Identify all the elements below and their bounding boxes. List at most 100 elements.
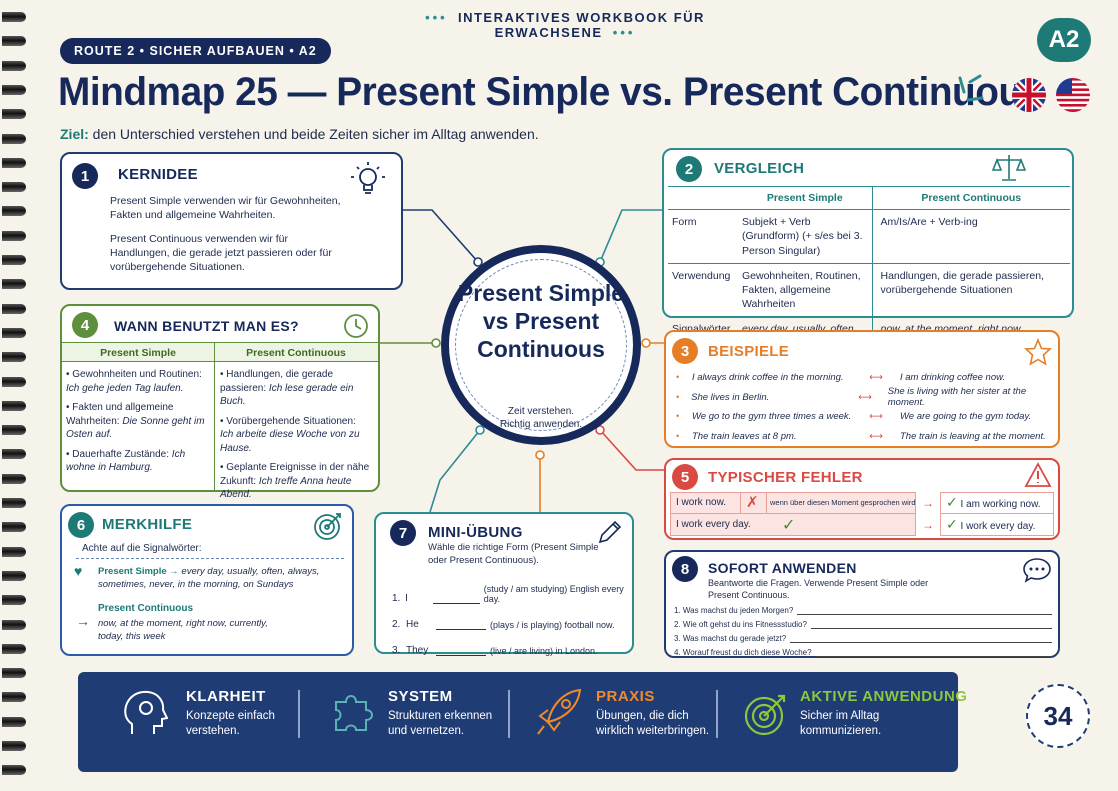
answer-line[interactable] [797, 614, 1052, 615]
hub-subtitle: Zeit verstehen.Richtig anwenden. [499, 406, 583, 430]
spiral-ring [2, 206, 26, 217]
list-item: • Dauerhafte Zustände: Ich wohne in Hamb… [66, 448, 186, 474]
fehler-right-panel [940, 492, 1054, 536]
merkhilfe-title: MERKHILFE [102, 516, 193, 533]
list-item: 3. Was machst du gerade jetzt? [674, 629, 1052, 643]
kernidee-text-2: Present Continuous verwenden wir für Han… [110, 233, 332, 274]
spiral-ring [2, 279, 26, 290]
fehler-box: 5 TYPISCHER FEHLER I work now. ✗ wenn üb… [664, 458, 1060, 540]
pencil-icon [598, 520, 622, 544]
spiral-ring [2, 741, 26, 751]
wann-header-row [62, 342, 378, 362]
spiral-ring [2, 230, 26, 241]
arrow-right-icon: → [922, 518, 934, 532]
spiral-ring [2, 84, 26, 95]
route-pill: ROUTE 2 • SICHER AUFBAUEN • A2 [60, 38, 331, 64]
spiral-ring [2, 643, 26, 654]
rocket-icon [537, 688, 582, 735]
banner-dots-left: ••• [425, 10, 448, 25]
head-icon [124, 690, 168, 734]
beispiele-number: 3 [672, 338, 698, 364]
arrow-right-icon: → [922, 496, 934, 510]
fehler-title: TYPISCHER FEHLER [708, 469, 863, 486]
target-icon [744, 694, 786, 736]
check-icon: ✓ [946, 516, 958, 532]
list-item: • Vorübergehende Situationen: Ich arbeit… [220, 415, 360, 454]
spiral-ring [2, 255, 26, 265]
spiral-ring [2, 765, 26, 776]
answer-line[interactable] [815, 656, 1052, 657]
merkhilfe-continuous-label: Present Continuous [98, 603, 194, 614]
double-arrow-icon: ⟷ [869, 411, 883, 423]
kernidee-title: KERNIDEE [118, 166, 198, 183]
list-item: •We go to the gym three times a week.⟷We… [676, 411, 1032, 423]
spiral-ring [2, 303, 26, 314]
list-item: 3.They(live / are living) in London. [392, 645, 598, 656]
spiral-ring [2, 522, 26, 533]
merkhilfe-continuous-words: now, at the moment, right now, currently… [98, 618, 268, 642]
spiral-ring [2, 400, 26, 411]
list-item: • Fakten und allgemeine Wahrheiten: Die … [66, 402, 205, 440]
sparkle-icon [958, 74, 984, 102]
kernidee-number: 1 [72, 163, 98, 189]
top-banner: ••• INTERAKTIVES WORKBOOK FÜR ERWACHSENE… [425, 10, 705, 40]
wann-title: WANN BENUTZT MAN ES? [114, 318, 299, 334]
spiral-ring [2, 182, 26, 193]
list-item: • Geplante Ereignisse in der nähe Zukunf… [220, 462, 370, 500]
level-badge: A2 [1037, 18, 1091, 62]
spiral-ring [2, 109, 26, 120]
spiral-ring [2, 498, 26, 508]
kernidee-box: 1 KERNIDEE Present Simple verwenden wir … [60, 152, 403, 290]
uk-flag-icon [1012, 78, 1046, 112]
wann-simple-list: • Gewohnheiten und Routinen: Ich gehe je… [66, 368, 210, 475]
spiral-ring [2, 546, 26, 557]
merkhilfe-intro: Achte auf die Signalwörter: [82, 543, 202, 554]
anwenden-title: SOFORT ANWENDEN [708, 560, 857, 576]
list-item: 1. Was machst du jeden Morgen? [674, 601, 1052, 615]
vergleich-number: 2 [676, 156, 702, 182]
spiral-ring [2, 716, 26, 727]
fehler-note: wenn über diesen Moment gesprochen wird [770, 498, 916, 507]
spiral-ring [2, 570, 26, 581]
fehler-right-1: ✓ I am working now. [946, 494, 1041, 510]
merkhilfe-box: 6 MERKHILFE Achte auf die Signalwörter: … [60, 504, 354, 656]
lightbulb-icon [351, 162, 385, 194]
list-item: •The train leaves at 8 pm.⟷The train is … [676, 430, 1046, 442]
answer-line[interactable] [810, 628, 1052, 629]
wann-box: 4 WANN BENUTZT MAN ES? Present Simple Pr… [60, 304, 380, 500]
list-item: 2.He(plays / is playing) football now. [392, 619, 615, 630]
spiral-ring [2, 60, 26, 71]
target-icon [314, 513, 341, 540]
wann-divider [214, 342, 215, 490]
wann-header-continuous: Present Continuous [246, 347, 346, 359]
hub-title: Present Simple vs Present Continuous [457, 280, 625, 362]
double-arrow-icon: ⟷ [869, 430, 883, 442]
spiral-ring [2, 595, 26, 606]
spiral-ring [2, 449, 26, 460]
answer-line[interactable] [790, 642, 1052, 643]
spiral-ring [2, 12, 26, 22]
merkhilfe-simple: Present Simple → every day, usually, oft… [98, 566, 320, 590]
spiral-ring [2, 36, 26, 47]
answer-blank[interactable] [436, 655, 486, 656]
list-item: •She lives in Berlin.⟷She is living with… [676, 386, 1027, 409]
scales-icon [992, 155, 1026, 181]
list-item: • Gewohnheiten und Routinen: Ich gehe je… [66, 369, 202, 394]
wann-header-simple: Present Simple [100, 347, 176, 359]
double-arrow-icon: ⟷ [869, 372, 883, 384]
list-item: • Handlungen, die gerade passieren: Ich … [220, 369, 354, 407]
warning-icon [1024, 462, 1052, 487]
fehler-right-2: ✓ I work every day. [946, 516, 1036, 532]
double-arrow-icon: ⟷ [858, 391, 872, 403]
banner-dots-right: ••• [612, 25, 636, 40]
uebung-intro: Wähle die richtige Form (Present Simple … [428, 542, 599, 566]
answer-blank[interactable] [433, 603, 480, 604]
answer-blank[interactable] [436, 629, 486, 630]
us-flag-icon [1056, 78, 1090, 112]
comparison-row: Form Subjekt + Verb (Grundform) (+ s/es … [668, 209, 1070, 264]
clock-icon [344, 314, 368, 338]
anwenden-number: 8 [672, 556, 698, 582]
